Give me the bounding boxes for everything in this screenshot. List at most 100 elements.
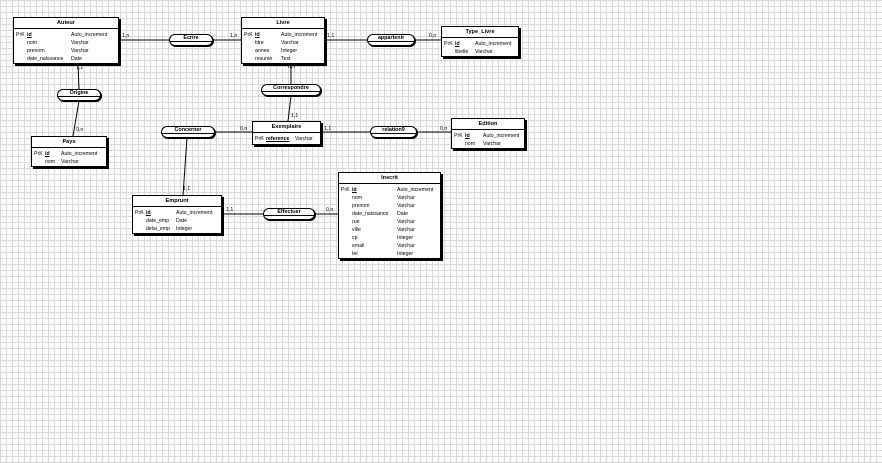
attribute-name: delai_emp bbox=[146, 226, 170, 232]
attribute-name: id bbox=[146, 210, 151, 216]
attribute-type: Date bbox=[71, 56, 82, 62]
cardinality-exemplaire-relation9: 1,1 bbox=[324, 126, 332, 132]
attribute-name: date_naissance bbox=[352, 211, 389, 217]
association-concerner[interactable]: Concerner bbox=[161, 126, 215, 138]
attribute-name: nom bbox=[465, 141, 476, 147]
attribute-row: delai_emp Integer bbox=[135, 225, 219, 233]
attribute-key bbox=[244, 55, 255, 63]
attribute-name: id bbox=[352, 187, 357, 193]
attribute-key bbox=[444, 48, 455, 56]
attribute-name: id bbox=[27, 32, 32, 38]
attribute-key bbox=[341, 250, 352, 258]
attribute-name: date_emp bbox=[146, 218, 170, 224]
cardinality-auteur-ecrire: 1,n bbox=[122, 33, 130, 39]
cardinality-emprunt-concerner: 1,1 bbox=[183, 186, 191, 192]
association-label: Ecrire bbox=[170, 35, 212, 42]
attribute-name: id bbox=[455, 41, 460, 47]
attribute-type: Text bbox=[281, 56, 291, 62]
entity-title: Inscrit bbox=[339, 173, 440, 184]
attribute-key bbox=[341, 194, 352, 202]
cardinality-pays-origine: 0,n bbox=[76, 127, 84, 133]
association-origine[interactable]: Origine bbox=[57, 89, 101, 101]
attribute-type: Integer bbox=[176, 226, 193, 232]
attribute-key bbox=[16, 47, 27, 55]
entity-title: Emprunt bbox=[133, 196, 221, 207]
entity-title: Exemplaire bbox=[253, 122, 320, 133]
cardinality-livre-correspondre: 0,n bbox=[288, 64, 296, 70]
association-relation9[interactable]: relation9 bbox=[370, 126, 417, 138]
attribute-type: Varchar bbox=[397, 243, 415, 249]
attribute-key bbox=[244, 47, 255, 55]
attribute-type: Auto_increment bbox=[397, 187, 434, 193]
attribute-key: PrK bbox=[135, 210, 144, 216]
attribute-name: tel bbox=[352, 251, 358, 257]
cardinality-exemplaire-concerner: 0,n bbox=[240, 126, 248, 132]
entity-title: Pays bbox=[32, 137, 106, 148]
cardinality-emprunt-effectuer: 1,1 bbox=[226, 207, 234, 213]
attribute-name: titre bbox=[255, 40, 264, 46]
association-correspondre[interactable]: Correspondre bbox=[261, 84, 321, 96]
attribute-name: id bbox=[45, 151, 50, 157]
attribute-type: Date bbox=[397, 211, 408, 217]
attribute-key: PrK bbox=[444, 41, 453, 47]
association-label: Concerner bbox=[162, 127, 214, 134]
attribute-key bbox=[341, 202, 352, 210]
attribute-type: Auto_increment bbox=[71, 32, 108, 38]
attribute-name: prenom bbox=[352, 203, 370, 209]
association-effectuer[interactable]: Effectuer bbox=[263, 208, 315, 220]
attribute-key bbox=[135, 217, 146, 225]
association-appartenir[interactable]: appartenir bbox=[367, 34, 415, 46]
attribute-name: id bbox=[465, 133, 470, 139]
attribute-type: Varchar bbox=[397, 195, 415, 201]
attribute-type: Varchar bbox=[295, 136, 313, 142]
entity-title: Auteur bbox=[14, 18, 118, 29]
attribute-key: PrK bbox=[341, 187, 350, 193]
attribute-name: annee bbox=[255, 48, 270, 54]
attribute-row: email Varchar bbox=[341, 242, 438, 250]
attribute-key: PrK bbox=[34, 151, 43, 157]
cardinality-livre-appartenir: 1,1 bbox=[327, 33, 335, 39]
attribute-key bbox=[341, 210, 352, 218]
attribute-key: PrK bbox=[244, 32, 253, 38]
attribute-key bbox=[34, 158, 45, 166]
attribute-type: Varchar bbox=[397, 219, 415, 225]
attribute-key bbox=[341, 218, 352, 226]
attribute-key bbox=[16, 39, 27, 47]
attribute-type: Varchar bbox=[61, 159, 79, 165]
entity-title: Type_Livre bbox=[442, 27, 518, 38]
cardinality-edition-relation9: 0,n bbox=[440, 126, 448, 132]
attribute-key bbox=[341, 226, 352, 234]
attribute-name: email bbox=[352, 243, 365, 249]
association-label: relation9 bbox=[371, 127, 416, 134]
association-label: Origine bbox=[58, 90, 100, 97]
association-ecrire[interactable]: Ecrire bbox=[169, 34, 213, 46]
attribute-type: Varchar bbox=[397, 227, 415, 233]
attribute-name: resume bbox=[255, 56, 273, 62]
